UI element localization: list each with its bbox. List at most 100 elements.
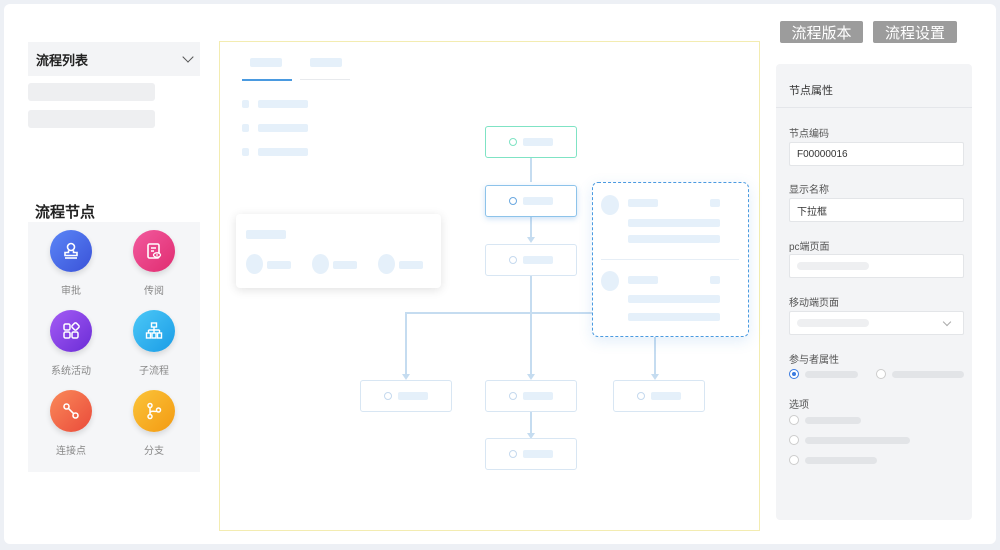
- avatar: [312, 254, 329, 274]
- node-label-placeholder: [523, 138, 553, 146]
- canvas-list-item[interactable]: [258, 148, 308, 156]
- option-radio[interactable]: [789, 455, 799, 465]
- avatar: [378, 254, 395, 274]
- option-label-placeholder: [805, 457, 877, 464]
- process-version-button[interactable]: 流程版本: [780, 21, 863, 43]
- popup-text-placeholder: [710, 276, 720, 284]
- avatar: [246, 254, 263, 274]
- popup-text-placeholder: [628, 313, 720, 321]
- option-label-placeholder: [805, 417, 861, 424]
- option-radio[interactable]: [789, 415, 799, 425]
- popup-text-placeholder: [628, 295, 720, 303]
- flow-node-branch[interactable]: [485, 244, 577, 276]
- chevron-down-icon[interactable]: [182, 51, 194, 63]
- flow-arrow: [527, 374, 535, 380]
- flow-connector: [405, 312, 655, 314]
- participant-radio[interactable]: [876, 369, 886, 379]
- process-list-item[interactable]: [28, 83, 155, 101]
- popup-text-placeholder: [628, 235, 720, 243]
- card-text-placeholder: [399, 261, 423, 269]
- node-popup-card[interactable]: [592, 182, 749, 337]
- display-name-label: 显示名称: [789, 185, 829, 196]
- active-tab-indicator: [242, 79, 292, 81]
- flow-node-start[interactable]: [485, 126, 577, 158]
- flow-canvas[interactable]: [219, 41, 760, 531]
- node-label: 审批: [61, 286, 81, 297]
- node-approval[interactable]: 审批: [41, 230, 101, 297]
- process-nodes-title: 流程节点: [35, 204, 96, 221]
- process-list-title: 流程列表: [36, 52, 89, 68]
- org-chart-icon: [133, 310, 175, 352]
- node-label-placeholder: [398, 392, 428, 400]
- popup-text-placeholder: [710, 199, 720, 207]
- participant-radio-selected[interactable]: [789, 369, 799, 379]
- branch-icon: [509, 256, 517, 264]
- process-nodes-palette: 审批 传阅 系统活动 子流程 连接点 分支: [28, 222, 200, 472]
- flow-node[interactable]: [485, 380, 577, 412]
- panel-title: 节点属性: [789, 85, 833, 97]
- node-label-placeholder: [523, 450, 553, 458]
- process-list-item[interactable]: [28, 110, 155, 128]
- user-icon: [509, 392, 517, 400]
- flow-node[interactable]: [360, 380, 452, 412]
- node-label: 连接点: [56, 446, 86, 457]
- document-eye-icon: [133, 230, 175, 272]
- flow-connector: [405, 312, 407, 375]
- popup-text-placeholder: [628, 276, 658, 284]
- flow-node[interactable]: [613, 380, 705, 412]
- node-code-label: 节点编码: [789, 129, 829, 140]
- user-icon: [637, 392, 645, 400]
- process-list-dropdown[interactable]: 流程列表: [28, 42, 200, 76]
- divider: [776, 107, 972, 108]
- node-connector[interactable]: 连接点: [41, 390, 101, 457]
- process-settings-button[interactable]: 流程设置: [873, 21, 957, 43]
- pc-page-field[interactable]: [789, 254, 964, 278]
- document-icon: [384, 392, 392, 400]
- avatar: [601, 271, 619, 291]
- canvas-list-item[interactable]: [258, 124, 308, 132]
- radio-label-placeholder: [805, 371, 858, 378]
- avatar: [601, 195, 619, 215]
- card-text-placeholder: [267, 261, 291, 269]
- node-label: 传阅: [144, 286, 164, 297]
- node-label: 子流程: [139, 366, 169, 377]
- power-icon: [509, 450, 517, 458]
- card-title-placeholder: [246, 230, 286, 239]
- node-subprocess[interactable]: 子流程: [124, 310, 184, 377]
- flow-connector: [530, 216, 532, 241]
- node-circulate[interactable]: 传阅: [124, 230, 184, 297]
- card-text-placeholder: [333, 261, 357, 269]
- flow-node-end[interactable]: [485, 438, 577, 470]
- node-code-field[interactable]: F00000016: [789, 142, 964, 166]
- radio-label-placeholder: [892, 371, 964, 378]
- node-label: 分支: [144, 446, 164, 457]
- node-branch[interactable]: 分支: [124, 390, 184, 457]
- popup-text-placeholder: [628, 199, 658, 207]
- connector-icon: [50, 390, 92, 432]
- tab-underline: [300, 79, 350, 80]
- list-bullet: [242, 148, 249, 156]
- divider: [601, 259, 739, 260]
- canvas-list-item[interactable]: [258, 100, 308, 108]
- participant-label: 参与者属性: [789, 355, 839, 366]
- chevron-down-icon[interactable]: [942, 317, 952, 326]
- option-radio[interactable]: [789, 435, 799, 445]
- flow-arrow: [402, 374, 410, 380]
- node-code-value: F00000016: [797, 148, 848, 160]
- node-system-activity[interactable]: 系统活动: [41, 310, 101, 377]
- flow-connector: [654, 312, 656, 375]
- flow-arrow: [527, 433, 535, 439]
- flow-arrow: [651, 374, 659, 380]
- node-label: 系统活动: [51, 366, 91, 377]
- canvas-tab[interactable]: [250, 58, 282, 67]
- flow-node-selected[interactable]: [485, 185, 577, 217]
- mobile-page-select[interactable]: [789, 311, 964, 335]
- flow-connector: [530, 157, 532, 182]
- popup-text-placeholder: [628, 219, 720, 227]
- pc-page-label: pc端页面: [789, 242, 830, 253]
- mobile-page-label: 移动端页面: [789, 298, 839, 309]
- canvas-tab[interactable]: [310, 58, 342, 67]
- display-name-field[interactable]: 下拉框: [789, 198, 964, 222]
- node-label-placeholder: [523, 392, 553, 400]
- shield-icon: [509, 138, 517, 146]
